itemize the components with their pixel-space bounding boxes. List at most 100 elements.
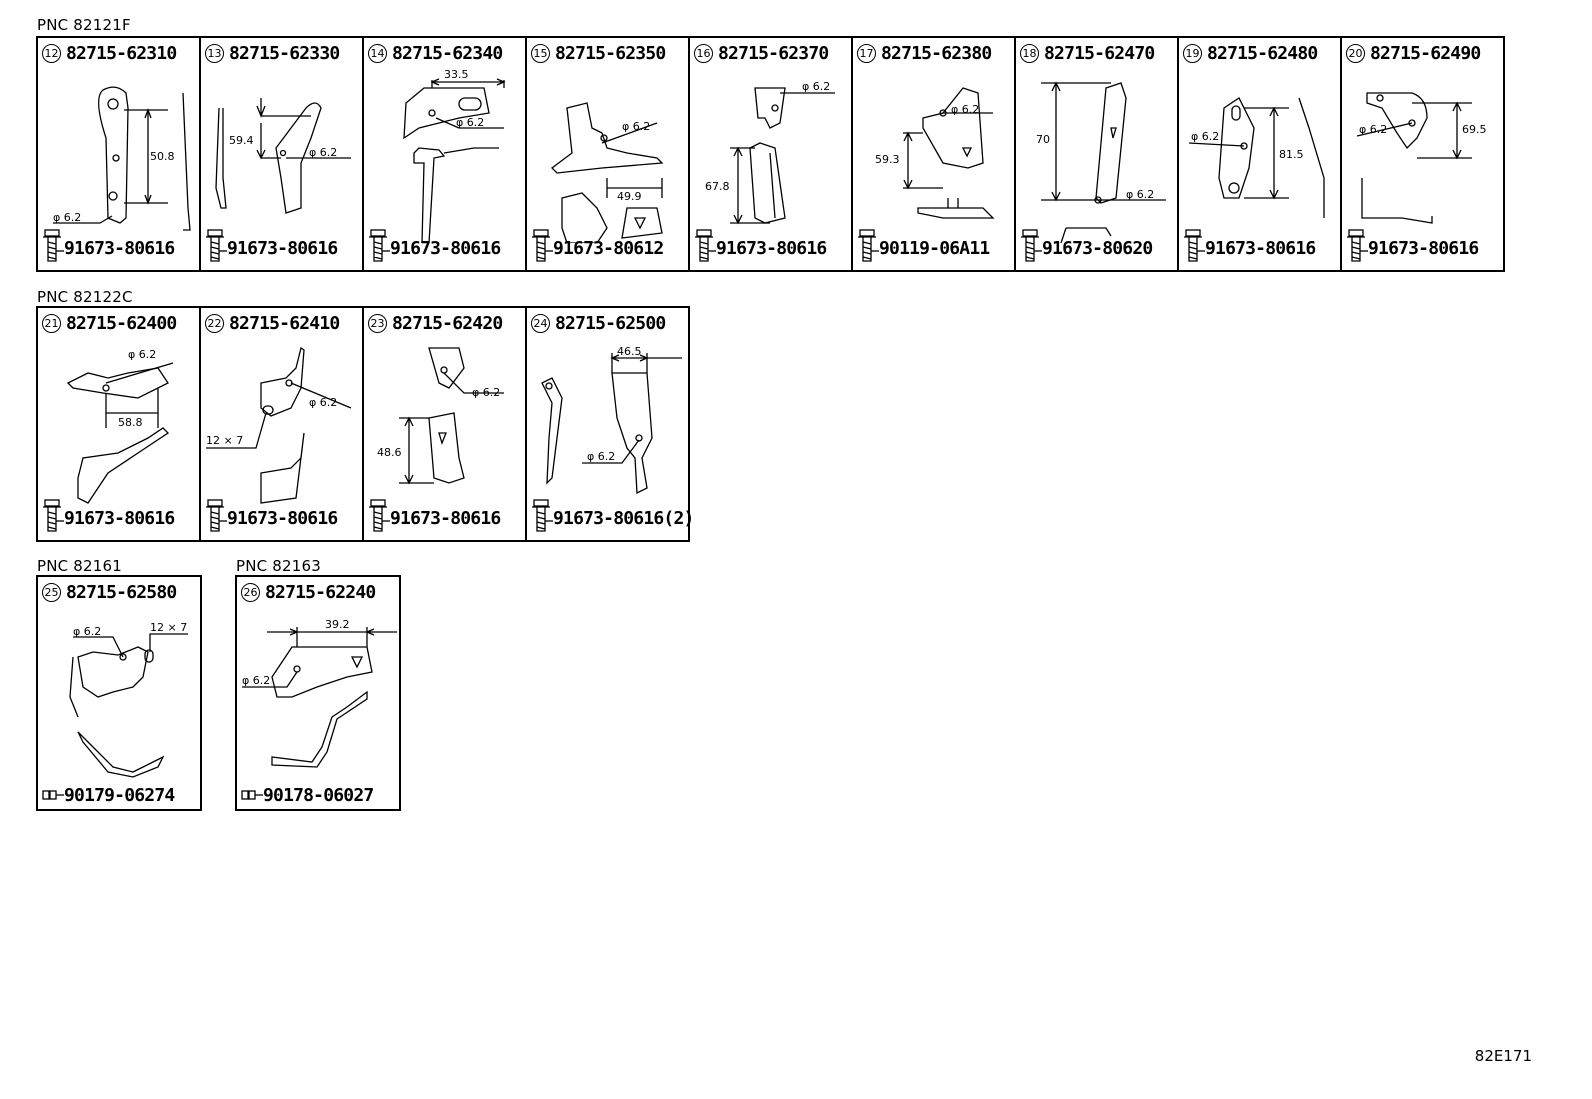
ref-number: 24 — [531, 314, 550, 333]
ref-number: 13 — [205, 44, 224, 63]
bolt-icon — [694, 229, 716, 267]
svg-text:70: 70 — [1036, 133, 1050, 146]
bracket-drawing: φ 6.2 12 × 7 — [206, 346, 352, 504]
svg-text:50.8: 50.8 — [150, 150, 175, 163]
part-number: 82715-62480 — [1207, 43, 1318, 64]
ref-number: 16 — [694, 44, 713, 63]
bracket-drawing: 46.5 φ 6.2 — [541, 345, 682, 495]
fastener-part-number: 91673-80612 — [553, 237, 664, 259]
svg-text:φ 6.2: φ 6.2 — [472, 386, 500, 399]
part-number: 82715-62410 — [229, 313, 340, 334]
bolt-icon — [368, 229, 390, 267]
svg-text:67.8: 67.8 — [705, 180, 730, 193]
bolt-icon — [42, 499, 64, 537]
part-cell-18[interactable]: 18 82715-62470 70 φ 6.2 91673-80620 — [1016, 38, 1179, 270]
ref-number: 23 — [368, 314, 387, 333]
svg-text:φ 6.2: φ 6.2 — [622, 120, 650, 133]
part-number: 82715-62240 — [265, 582, 376, 603]
bolt-icon — [368, 499, 390, 537]
svg-text:φ 6.2: φ 6.2 — [1191, 130, 1219, 143]
fastener-part-number: 91673-80620 — [1042, 237, 1153, 259]
ref-number: 15 — [531, 44, 550, 63]
bolt-icon — [205, 229, 227, 267]
svg-text:69.5: 69.5 — [1462, 123, 1487, 136]
pnc-label-82122c: PNC 82122C — [37, 288, 133, 306]
fastener-part-number: 90179-06274 — [64, 785, 175, 806]
ref-number: 25 — [42, 583, 61, 602]
fastener-part-number: 91673-80616 — [390, 237, 501, 259]
bolt-icon — [857, 229, 879, 267]
ref-number: 14 — [368, 44, 387, 63]
bracket-drawing: φ 6.2 58.8 — [66, 348, 174, 504]
fastener-part-number: 91673-80616 — [716, 237, 827, 259]
part-number: 82715-62420 — [392, 313, 503, 334]
parts-row-82161: 25 82715-62580 φ 6.2 12 × 7 90179-06274 — [36, 575, 202, 811]
svg-text:φ 6.2: φ 6.2 — [128, 348, 156, 361]
svg-text:φ 6.2: φ 6.2 — [242, 674, 270, 687]
bracket-drawing: φ 6.2 59.3 — [875, 87, 995, 219]
bolt-icon — [205, 499, 227, 537]
svg-text:12 × 7: 12 × 7 — [150, 621, 187, 634]
part-number: 82715-62580 — [66, 582, 177, 603]
fastener-part-number: 91673-80616 — [1205, 237, 1316, 259]
svg-text:46.5: 46.5 — [617, 345, 642, 358]
part-cell-16[interactable]: 16 82715-62370 φ 6.2 67.8 91673-80616 — [690, 38, 853, 270]
fastener-part-number: 91673-80616 — [227, 507, 338, 529]
svg-text:59.4: 59.4 — [229, 134, 254, 147]
bracket-drawing: 70 φ 6.2 — [1036, 81, 1166, 243]
part-number: 82715-62490 — [1370, 43, 1481, 64]
parts-row-82122c: 21 82715-62400 φ 6.2 58.8 91673-80616 22 8… — [36, 306, 694, 542]
part-cell-25[interactable]: 25 82715-62580 φ 6.2 12 × 7 90179-06274 — [38, 577, 202, 809]
svg-text:φ 6.2: φ 6.2 — [456, 116, 484, 129]
bracket-drawing: φ 6.2 81.5 — [1188, 97, 1325, 218]
nut-icon — [42, 786, 64, 805]
svg-text:φ 6.2: φ 6.2 — [1359, 123, 1387, 136]
pnc-label-82121f: PNC 82121F — [37, 16, 131, 34]
part-number: 82715-62370 — [718, 43, 829, 64]
part-number: 82715-62400 — [66, 313, 177, 334]
part-number: 82715-62470 — [1044, 43, 1155, 64]
pnc-label-82161: PNC 82161 — [37, 557, 123, 575]
svg-text:12 × 7: 12 × 7 — [206, 434, 243, 447]
diagram-code: 82E171 — [1474, 1047, 1532, 1065]
svg-text:φ 6.2: φ 6.2 — [309, 146, 337, 159]
bolt-icon — [42, 229, 64, 267]
svg-text:39.2: 39.2 — [325, 618, 350, 631]
bracket-drawing: 50.8 φ 6.2 — [53, 86, 191, 231]
bracket-drawing: 59.4 φ 6.2 — [215, 98, 351, 214]
svg-text:φ 6.2: φ 6.2 — [587, 450, 615, 463]
ref-number: 18 — [1020, 44, 1039, 63]
bolt-icon — [1020, 229, 1042, 267]
ref-number: 17 — [857, 44, 876, 63]
part-number: 82715-62380 — [881, 43, 992, 64]
fastener-part-number: 91673-80616 — [227, 237, 338, 259]
svg-text:φ 6.2: φ 6.2 — [1126, 188, 1154, 201]
part-number: 82715-62350 — [555, 43, 666, 64]
svg-text:33.5: 33.5 — [444, 68, 469, 81]
svg-text:φ 6.2: φ 6.2 — [73, 625, 101, 638]
bracket-drawing: 39.2 φ 6.2 — [242, 618, 397, 768]
ref-number: 20 — [1346, 44, 1365, 63]
part-cell-22[interactable]: 22 82715-62410 φ 6.2 12 × 7 91673-80616 — [201, 308, 364, 540]
ref-number: 22 — [205, 314, 224, 333]
part-cell-15[interactable]: 15 82715-62350 φ 6.2 49.9 91673-80612 — [527, 38, 690, 270]
svg-text:49.9: 49.9 — [617, 190, 642, 203]
bracket-drawing: φ 6.2 48.6 — [377, 347, 504, 485]
svg-text:81.5: 81.5 — [1279, 148, 1304, 161]
part-number: 82715-62500 — [555, 313, 666, 334]
svg-text:φ 6.2: φ 6.2 — [802, 80, 830, 93]
ref-number: 21 — [42, 314, 61, 333]
svg-text:59.3: 59.3 — [875, 153, 900, 166]
